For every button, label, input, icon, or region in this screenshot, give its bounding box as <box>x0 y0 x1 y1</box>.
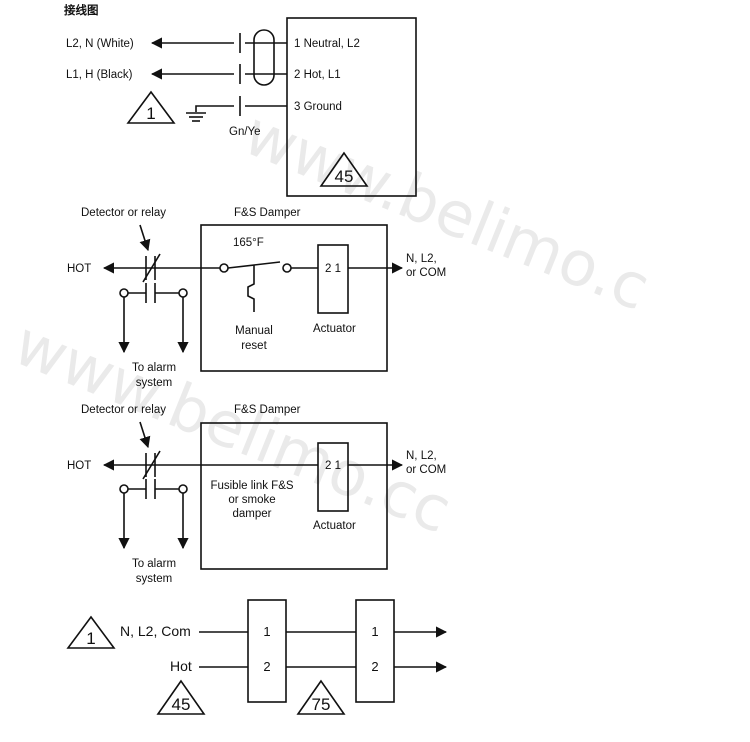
alarm-label-line2: system <box>136 573 172 585</box>
warning-triangle-icon <box>66 615 116 649</box>
switch-terminal-left <box>219 263 229 273</box>
section-4-parallel-wiring: 1 N, L2, Com Hot 1 2 1 2 45 75 <box>66 599 448 715</box>
relay-pointer-arrow <box>139 224 151 252</box>
warning-45-number: 45 <box>172 695 191 714</box>
wire-neutral-label: L2, N (White) <box>66 38 134 50</box>
fusible-label-line1: Fusible link F&S <box>210 480 293 492</box>
wire-hot-label: L1, H (Black) <box>66 69 133 81</box>
manual-reset-line1: Manual <box>235 325 273 337</box>
relay-contact-slash <box>142 450 161 480</box>
alarm-terminal-left <box>119 484 129 494</box>
actuator-2-terminal-2: 2 <box>371 659 378 674</box>
neutral-label: N, L2, Com <box>120 623 191 639</box>
hot-label: HOT <box>67 460 91 472</box>
cable-sheath-icon <box>253 29 275 86</box>
warning-1-number: 1 <box>86 629 95 648</box>
section-2-manual-reset-circuit: Detector or relay F&S Damper 165°F HOT M… <box>67 207 446 389</box>
actuator-terminals: 2 1 <box>325 460 341 472</box>
output-label-line2: or COM <box>406 267 446 279</box>
fusible-label-line3: damper <box>233 508 272 520</box>
output-label-line2: or COM <box>406 464 446 476</box>
terminal-1-label: 1 Neutral, L2 <box>294 38 360 50</box>
manual-reset-link <box>247 265 255 312</box>
actuator-1-terminal-2: 2 <box>263 659 270 674</box>
actuator-box <box>317 244 349 314</box>
hot-label: HOT <box>67 263 91 275</box>
relay-pointer-arrow <box>139 421 151 449</box>
terminal-2-label: 2 Hot, L1 <box>294 69 341 81</box>
alarm-label-line2: system <box>136 377 172 389</box>
actuator-terminal-box <box>286 17 417 197</box>
actuator-terminals: 2 1 <box>325 263 341 275</box>
output-label-line1: N, L2, <box>406 450 437 462</box>
fusible-label-line2: or smoke <box>228 494 275 506</box>
damper-box <box>200 224 388 372</box>
hot-label: Hot <box>170 658 192 674</box>
warning-triangle-icon <box>296 679 346 715</box>
section-3-fusible-link-circuit: Detector or relay F&S Damper HOT Fusible… <box>67 404 446 585</box>
temperature-label: 165°F <box>233 237 264 249</box>
warning-triangle-icon <box>126 90 176 124</box>
damper-title: F&S Damper <box>234 207 301 219</box>
actuator-label: Actuator <box>313 323 356 335</box>
warning-75-number: 75 <box>312 695 331 714</box>
damper-title: F&S Damper <box>234 404 301 416</box>
detector-label: Detector or relay <box>81 404 166 416</box>
actuator-box <box>317 442 349 512</box>
actuator-label: Actuator <box>313 520 356 532</box>
warning-1-number: 1 <box>146 104 155 123</box>
section-1-terminal-wiring: L2, N (White) L1, H (Black) Gn/Ye 1 Neut… <box>66 17 417 197</box>
alarm-label-line1: To alarm <box>132 558 176 570</box>
actuator-2-box <box>355 599 395 703</box>
warning-triangle-icon <box>319 151 369 187</box>
actuator-2-terminal-1: 1 <box>371 624 378 639</box>
alarm-terminal-right <box>178 484 188 494</box>
page-title: 接线图 <box>64 3 99 17</box>
actuator-1-terminal-1: 1 <box>263 624 270 639</box>
warning-45-number: 45 <box>335 167 354 186</box>
ground-wire-label: Gn/Ye <box>229 126 261 138</box>
alarm-terminal-right <box>178 288 188 298</box>
damper-box <box>200 422 388 570</box>
watermark-layer: www.belimo.c www.belimo.cc <box>4 96 659 547</box>
switch-terminal-right <box>282 263 292 273</box>
actuator-1-box <box>247 599 287 703</box>
manual-reset-line2: reset <box>241 340 267 352</box>
alarm-label-line1: To alarm <box>132 362 176 374</box>
relay-contact-slash <box>142 253 161 283</box>
detector-label: Detector or relay <box>81 207 166 219</box>
alarm-terminal-left <box>119 288 129 298</box>
wire-ground-left <box>195 105 234 112</box>
output-label-line1: N, L2, <box>406 253 437 265</box>
terminal-3-label: 3 Ground <box>294 101 342 113</box>
warning-triangle-icon <box>156 679 206 715</box>
